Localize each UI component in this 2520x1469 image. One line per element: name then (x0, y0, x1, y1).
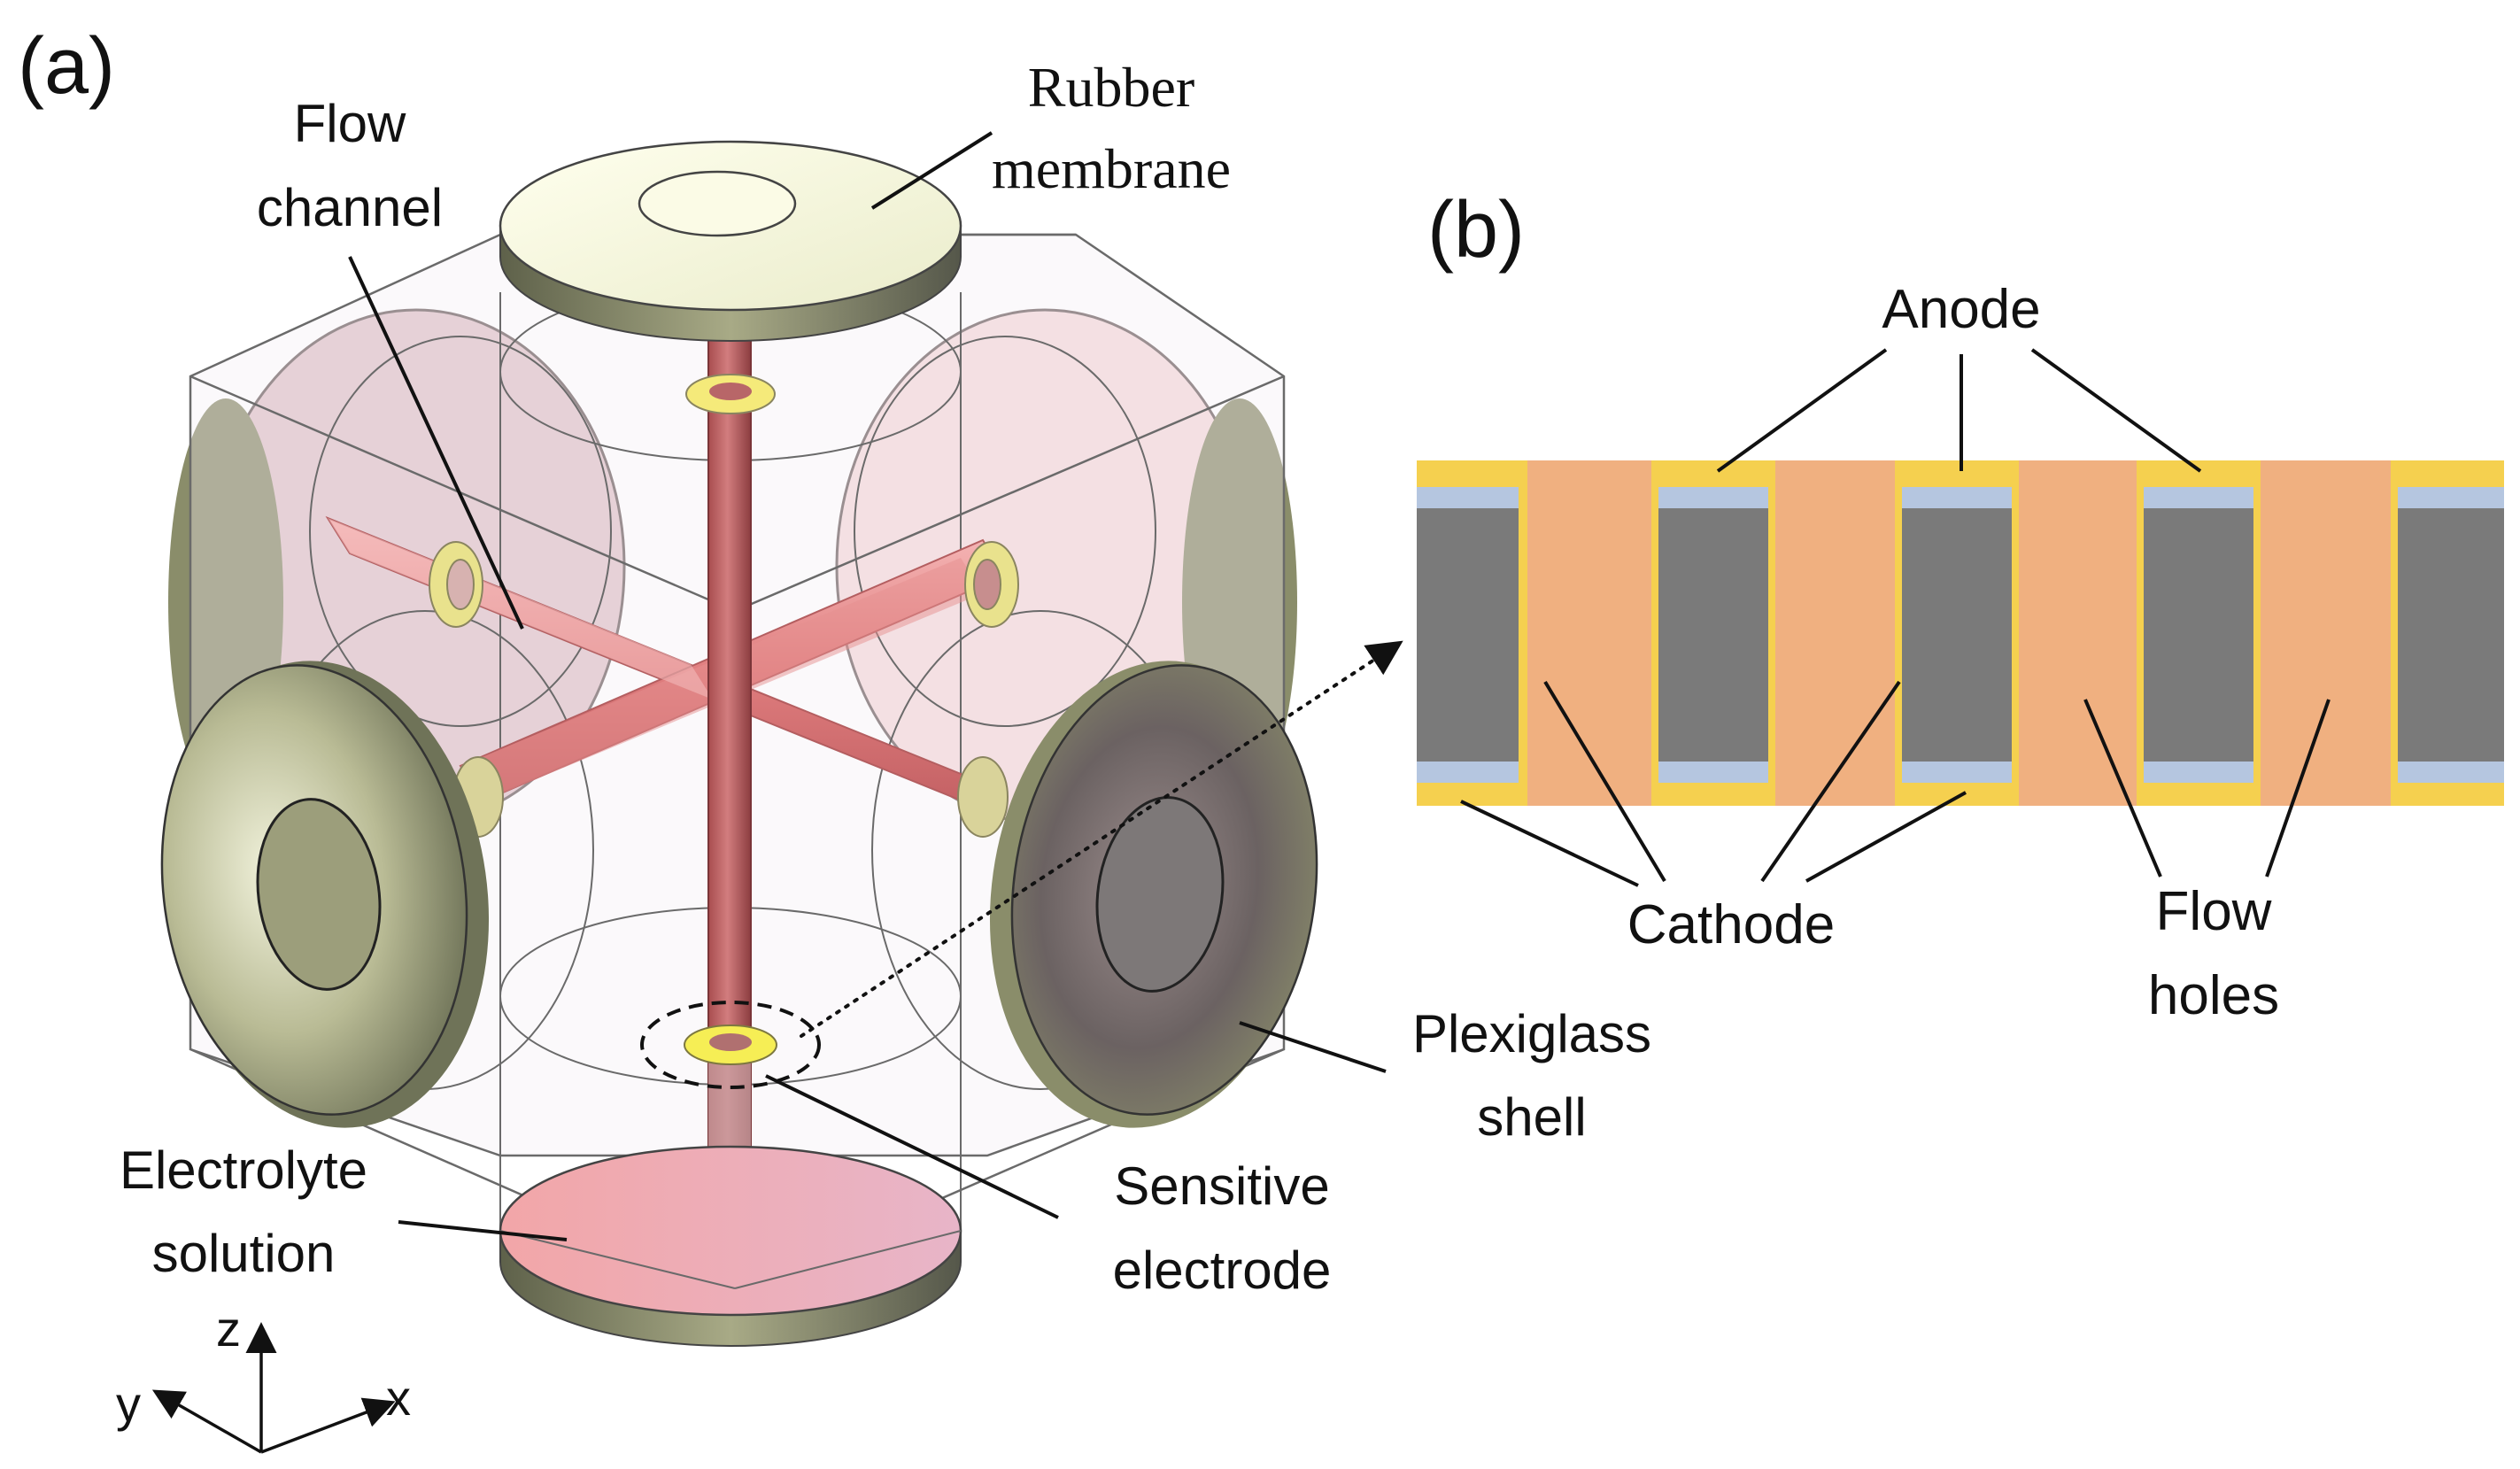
electrolyte-solution-label-line2: solution (152, 1224, 336, 1283)
top-membrane-disc (499, 140, 962, 342)
panel-a-tag: (a) (18, 22, 115, 111)
x-axis-arrow (260, 1397, 396, 1454)
flow-holes-label-line2: holes (2148, 965, 2279, 1026)
electrode-2 (1651, 460, 1775, 806)
flow-channel-label-line1: Flow (294, 94, 406, 153)
channel-electrode-rings (429, 541, 1019, 838)
x-axis-label: x (386, 1370, 411, 1426)
electrolyte-solution-leader (398, 1220, 568, 1241)
cathode-leaders (1460, 680, 1967, 887)
rubber-membrane-label-line1: Rubber (1028, 56, 1194, 119)
z-axis-label: z (216, 1301, 241, 1357)
rubber-membrane-leader (870, 131, 993, 210)
panel-b-tag: (b) (1427, 186, 1525, 274)
panel-a: (a) (18, 22, 1651, 1454)
panel-b: (b) (1417, 186, 2504, 1026)
anode-label: Anode (1882, 279, 2040, 340)
y-axis-label: y (116, 1376, 141, 1432)
zoom-pointer (800, 640, 1403, 1038)
top-electrode-ring (685, 374, 776, 414)
bottom-membrane-disc (499, 1145, 962, 1347)
flow-channel-leader (348, 256, 524, 630)
electrode-5 (2391, 460, 2504, 806)
panel-a-labels: Flow channel Rubber membrane Plexiglass … (120, 56, 1651, 1300)
sensitive-electrode-leader (765, 1074, 1059, 1219)
electrode-stack (1417, 460, 2504, 806)
y-axis-arrow (151, 1389, 262, 1454)
electrode-1 (1417, 460, 1527, 806)
sensitive-electrode-ring (640, 1001, 821, 1089)
rubber-membrane-label-line2: membrane (992, 137, 1231, 200)
front-left-disc (160, 661, 490, 1128)
sensitive-electrode-highlight (640, 1001, 821, 1089)
axes-triad (151, 1322, 396, 1454)
cathode-label: Cathode (1627, 894, 1835, 955)
plexiglass-shell-label-line2: shell (1477, 1087, 1586, 1147)
flow-channel-label-line2: channel (257, 178, 443, 237)
anode-leaders (1716, 348, 2202, 473)
electrode-3 (1895, 460, 2019, 806)
plexiglass-shell-leader (1239, 1021, 1387, 1073)
flow-holes-label-line1: Flow (2156, 881, 2272, 942)
electrolyte-solution-label-line1: Electrolyte (120, 1140, 367, 1200)
flow-holes-leaders (2083, 699, 2331, 878)
electrode-4 (2137, 460, 2261, 806)
sensitive-electrode-label-line2: electrode (1113, 1241, 1332, 1300)
plexiglass-shell-label-line1: Plexiglass (1412, 1004, 1651, 1063)
sensitive-electrode-label-line1: Sensitive (1114, 1156, 1329, 1216)
front-right-disc (989, 661, 1318, 1128)
